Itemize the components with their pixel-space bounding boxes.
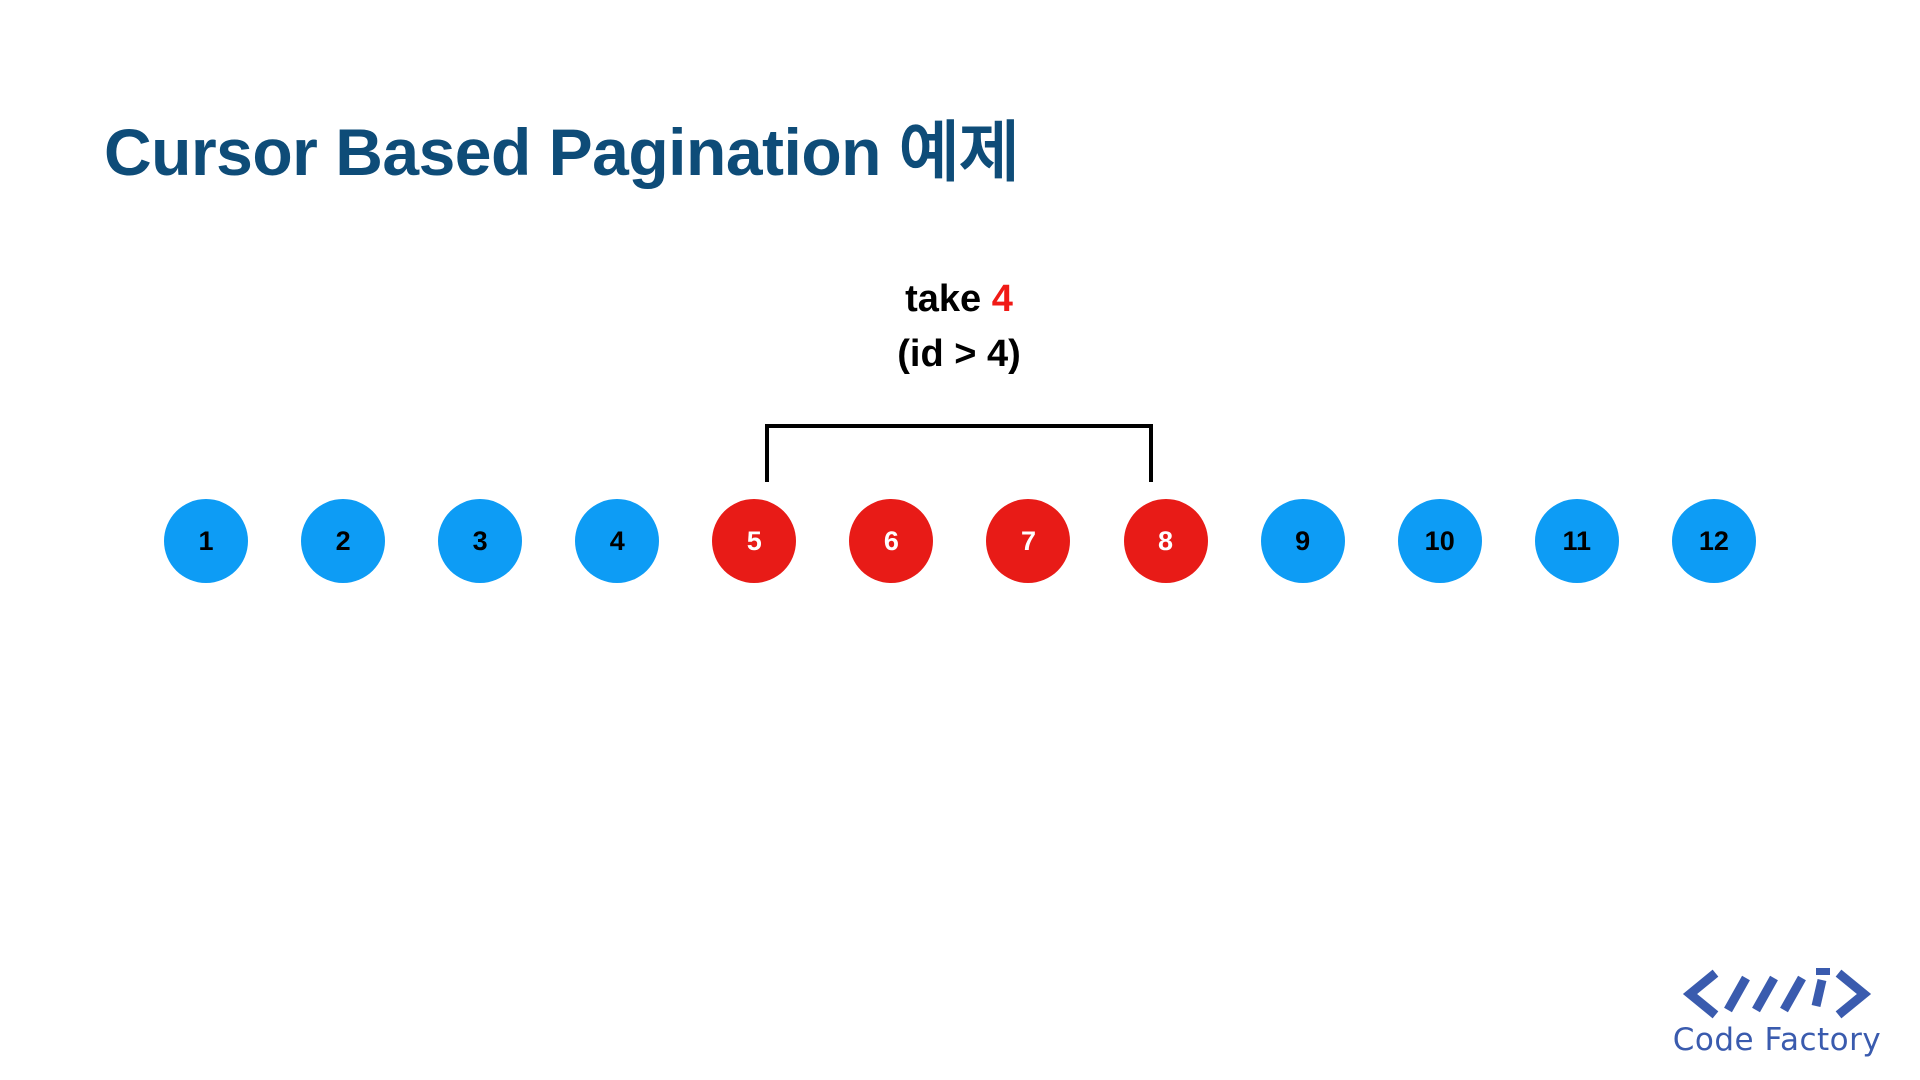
condition-label: (id > 4) — [897, 333, 1021, 376]
sequence-item-label: 5 — [746, 525, 762, 556]
sequence-item[interactable]: 12 — [1671, 499, 1756, 583]
sequence-row: 1 2 3 4 5 6 7 8 9 10 11 12 — [164, 498, 1756, 584]
take-annotation: take 4 (id > 4) — [765, 272, 1153, 382]
take-line: take 4 — [765, 272, 1153, 327]
sequence-item-label: 6 — [883, 525, 899, 556]
sequence-item-label: 10 — [1424, 525, 1455, 556]
sequence-item[interactable]: 1 — [164, 499, 248, 583]
code-brackets-slashes-icon — [1670, 968, 1884, 1020]
sequence-item[interactable]: 4 — [575, 499, 660, 583]
sequence-item-label: 7 — [1020, 525, 1036, 556]
take-count-value: 4 — [991, 278, 1013, 320]
sequence-item-selected[interactable]: 5 — [712, 499, 797, 583]
sequence-item-label: 9 — [1295, 525, 1311, 556]
sequence-item-label: 1 — [198, 525, 214, 556]
sequence-item-selected[interactable]: 6 — [849, 499, 934, 583]
page-title: Cursor Based Pagination 예제 — [104, 115, 1020, 190]
sequence-item-label: 8 — [1158, 525, 1174, 556]
sequence-item[interactable]: 3 — [438, 499, 523, 583]
sequence-item-label: 3 — [472, 525, 488, 556]
sequence-item[interactable]: 11 — [1534, 499, 1619, 583]
sequence-item-label: 4 — [609, 525, 625, 556]
brand-name: Code Factory — [1672, 1022, 1882, 1058]
sequence-item-selected[interactable]: 7 — [986, 499, 1071, 583]
sequence-item-label: 11 — [1562, 525, 1592, 556]
take-label: take — [905, 278, 982, 320]
sequence-item[interactable]: 9 — [1260, 499, 1345, 583]
sequence-item-selected[interactable]: 8 — [1123, 499, 1208, 583]
selection-bracket — [765, 424, 1153, 482]
sequence-item[interactable]: 2 — [301, 499, 386, 583]
sequence-item-label: 2 — [335, 525, 351, 556]
brand-logo: Code Factory — [1670, 968, 1884, 1058]
sequence-item[interactable]: 10 — [1397, 499, 1482, 583]
sequence-item-label: 12 — [1698, 525, 1729, 556]
